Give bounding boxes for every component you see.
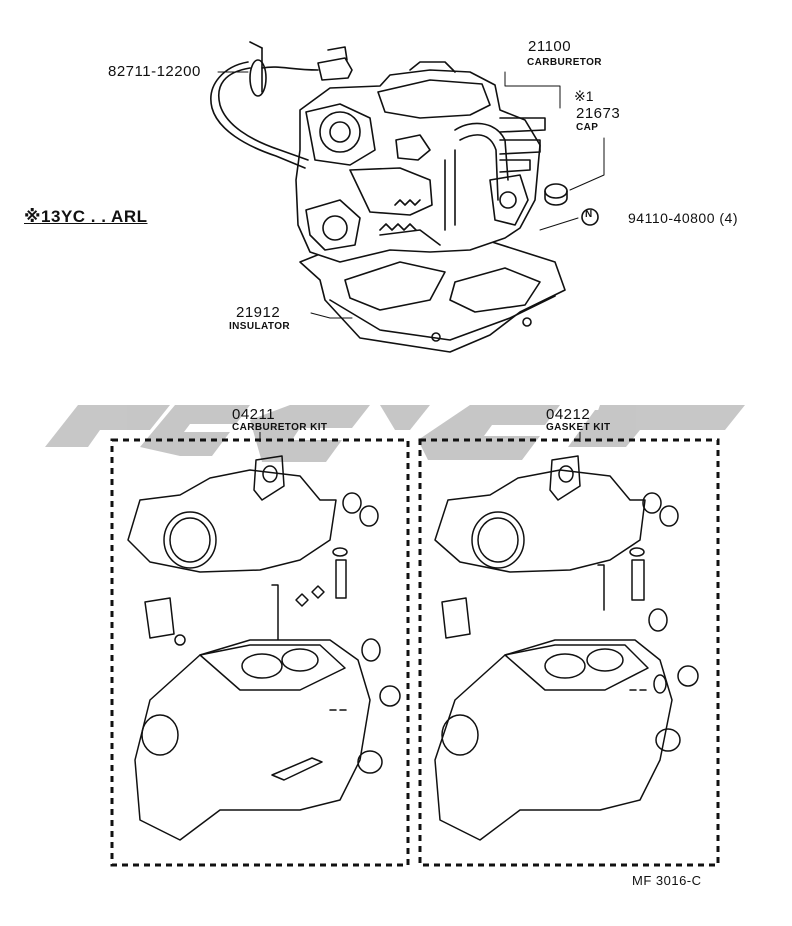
insulator-plate [299, 234, 566, 353]
gasket-kit-part-number: 04212 [546, 406, 591, 423]
carburetor-caption: CARBURETOR [527, 57, 602, 68]
cap-part [544, 183, 568, 206]
model-note: ※13YC . . ARL [24, 207, 147, 227]
cap-mark: ※1 [574, 88, 594, 104]
insulator-caption: INSULATOR [229, 321, 291, 332]
nut-part-number: 94110-40800 (4) [628, 210, 738, 226]
cap-part-number: 21673 [576, 105, 621, 122]
leader-lines [217, 71, 605, 319]
carburetor-body [295, 61, 546, 263]
carburetor-kit-caption: CARBURETOR KIT [232, 422, 328, 433]
cap-caption: CAP [576, 122, 599, 133]
nut-symbol-icon [581, 208, 599, 226]
insulator-part-number: 21912 [236, 304, 281, 321]
vacuum-hose-assembly [210, 41, 353, 169]
note-text: 13YC . . ARL [41, 207, 148, 226]
brand-watermark [45, 405, 745, 462]
note-mark: ※ [24, 207, 42, 226]
nut-symbol-letter: N [585, 209, 593, 220]
gasket-kit-parts [434, 455, 699, 841]
carburetor-kit-parts [127, 455, 401, 841]
vacuum-hose-part-number: 82711-12200 [108, 63, 201, 80]
gasket-kit-caption: GASKET KIT [546, 422, 611, 433]
carburetor-kit-part-number: 04211 [232, 406, 276, 423]
figure-code: MF 3016-C [632, 873, 702, 888]
carburetor-part-number: 21100 [528, 38, 572, 55]
gasket-kit-box [418, 438, 720, 867]
